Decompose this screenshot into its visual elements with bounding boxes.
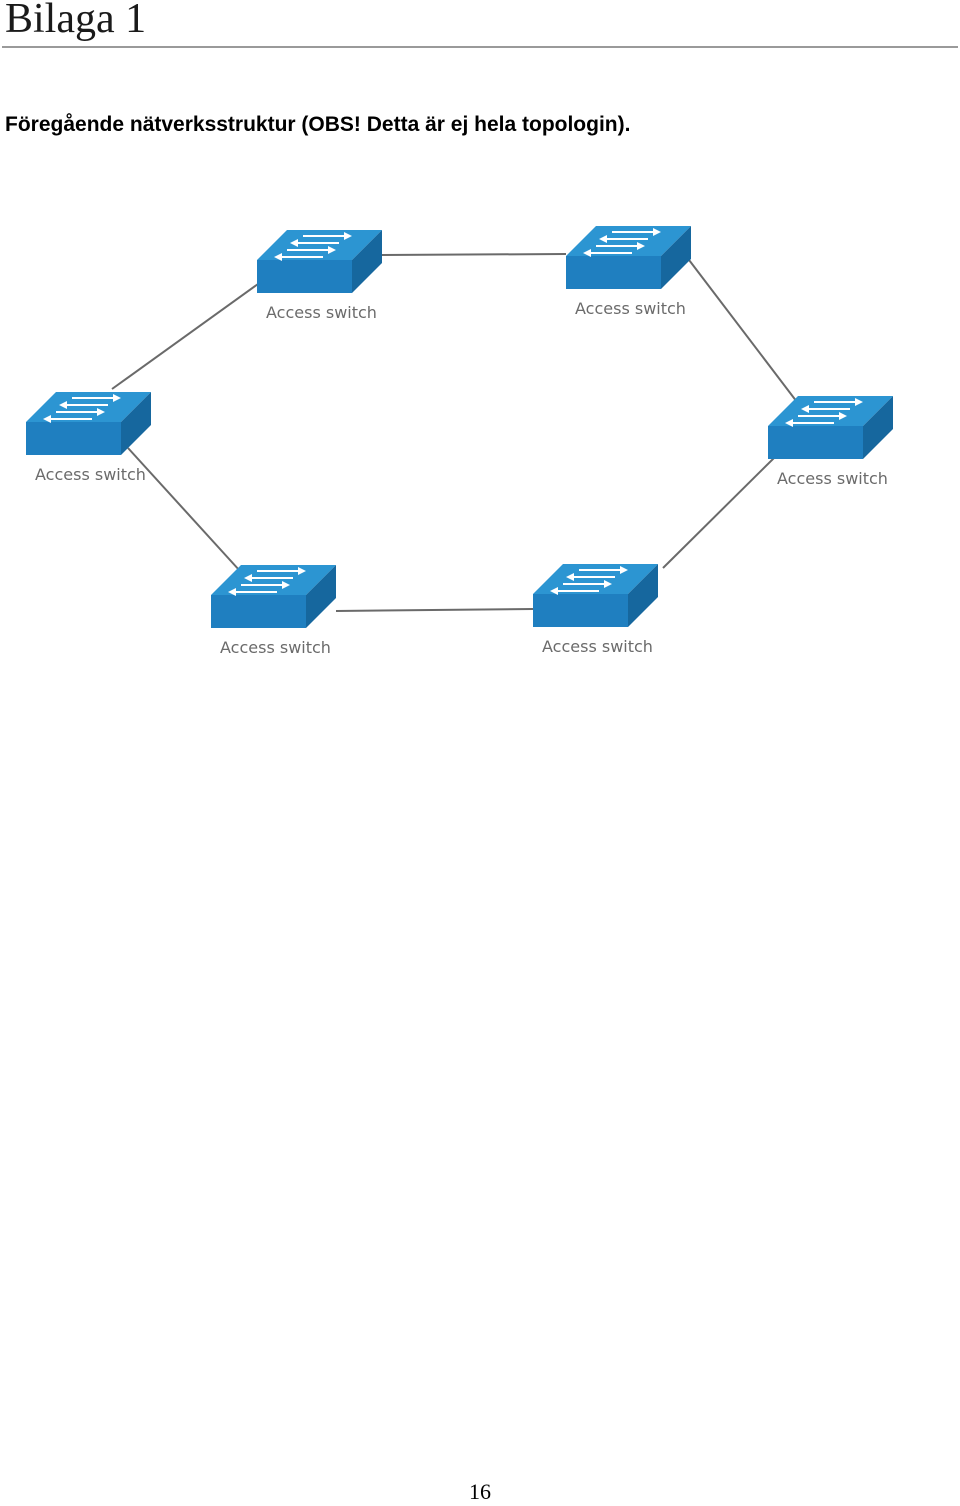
switch-side-face <box>863 396 893 459</box>
network-links <box>111 253 798 612</box>
switch-top-face <box>257 230 382 260</box>
switch-front-face <box>566 256 661 289</box>
switch-top-right: Access switch <box>566 226 691 318</box>
link-right-to-bottom-right <box>662 455 777 569</box>
page-heading: Bilaga 1 <box>5 0 147 42</box>
switch-side-face <box>628 564 658 627</box>
switch-arrows-icon <box>274 232 352 261</box>
switch-label: Access switch <box>777 469 888 488</box>
switch-bottom-right: Access switch <box>533 564 658 656</box>
switch-side-face <box>352 230 382 293</box>
switch-arrows-icon <box>43 394 121 423</box>
switch-arrows-icon <box>785 398 863 427</box>
switch-side-face <box>121 392 151 455</box>
switch-front-face <box>257 260 352 293</box>
switch-label: Access switch <box>542 637 653 656</box>
switch-front-face <box>26 422 121 455</box>
switch-top-left: Access switch <box>257 230 382 322</box>
switch-top-face <box>211 565 336 595</box>
link-bottom-right-to-bottom-left <box>335 608 534 612</box>
diagram-caption: Föregående nätverksstruktur (OBS! Detta … <box>5 113 631 136</box>
link-left-to-top-left <box>111 283 259 390</box>
link-bottom-left-to-left <box>127 447 241 572</box>
switch-front-face <box>211 595 306 628</box>
switch-arrows-icon <box>583 228 661 257</box>
page-number: 16 <box>469 1479 491 1504</box>
switch-bottom-left: Access switch <box>211 565 336 657</box>
switch-right: Access switch <box>768 396 893 488</box>
switch-front-face <box>533 594 628 627</box>
switch-side-face <box>661 226 691 289</box>
switch-label: Access switch <box>266 303 377 322</box>
switch-top-face <box>768 396 893 426</box>
link-top-left-to-top-right <box>381 253 567 256</box>
switch-top-face <box>566 226 691 256</box>
switch-left: Access switch <box>26 392 151 484</box>
switch-label: Access switch <box>220 638 331 657</box>
switch-side-face <box>306 565 336 628</box>
heading-divider <box>2 46 958 48</box>
switch-arrows-icon <box>550 566 628 595</box>
switch-top-face <box>533 564 658 594</box>
switch-label: Access switch <box>35 465 146 484</box>
switch-front-face <box>768 426 863 459</box>
switch-arrows-icon <box>228 567 306 596</box>
switch-top-face <box>26 392 151 422</box>
link-top-right-to-right <box>685 255 798 403</box>
switch-label: Access switch <box>575 299 686 318</box>
